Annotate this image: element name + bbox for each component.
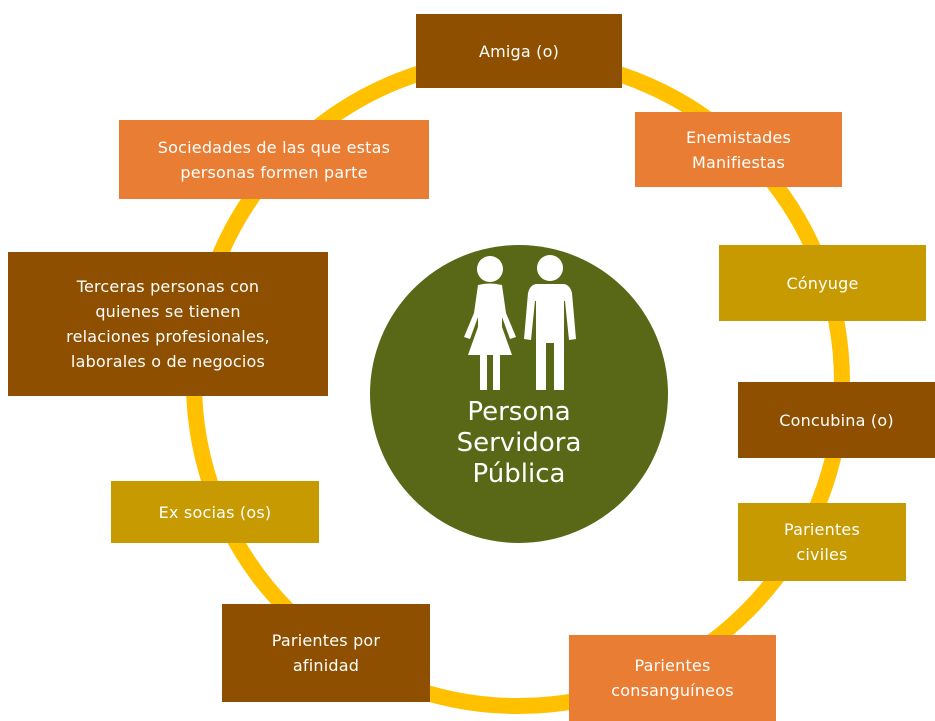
node-label-line: laborales o de negocios bbox=[70, 352, 266, 371]
node-enemistades-manifiestas: Enemistades Manifiestas bbox=[635, 112, 842, 187]
node-terceras-personas: Terceras personas con quienes se tienen … bbox=[8, 252, 328, 396]
center-node-persona-servidora-publica: Persona Servidora Pública bbox=[370, 245, 668, 543]
node-label-line: personas formen parte bbox=[180, 162, 368, 182]
node-label-line: Manifiestas bbox=[691, 152, 786, 172]
node-label: Concubina (o) bbox=[779, 410, 894, 430]
node-label-line: Parientes bbox=[634, 656, 711, 675]
node-parientes-consanguineos: Parientes consanguíneos bbox=[569, 635, 776, 721]
node-sociedades: Sociedades de las que estas personas for… bbox=[119, 120, 429, 199]
center-label: Persona Servidora Pública bbox=[370, 397, 668, 490]
node-label-line: Enemistades bbox=[685, 127, 792, 147]
node-label: Amiga (o) bbox=[478, 41, 560, 61]
node-label-line: Sociedades de las que estas bbox=[157, 137, 391, 157]
couple-icon bbox=[464, 255, 576, 390]
node-parientes-civiles: Parientes civiles bbox=[738, 503, 906, 581]
node-ex-socias: Ex socias (os) bbox=[111, 481, 319, 543]
node-amiga: Amiga (o) bbox=[416, 14, 622, 88]
node-label-line: afinidad bbox=[292, 656, 360, 675]
node-label-line: quienes se tienen bbox=[95, 302, 241, 321]
center-label-line: Servidora bbox=[456, 428, 582, 458]
node-label-line: Terceras personas con bbox=[76, 277, 260, 296]
node-label-line: consanguíneos bbox=[611, 681, 734, 700]
center-label-line: Pública bbox=[472, 459, 566, 489]
node-label-line: Parientes bbox=[784, 520, 860, 539]
node-label-line: civiles bbox=[796, 545, 848, 564]
center-label-line: Persona bbox=[467, 397, 571, 427]
node-label: Ex socias (os) bbox=[158, 502, 272, 522]
node-conyuge: Cónyuge bbox=[719, 245, 926, 321]
node-parientes-por-afinidad: Parientes por afinidad bbox=[222, 604, 430, 702]
node-concubina: Concubina (o) bbox=[738, 382, 935, 458]
node-label: Cónyuge bbox=[786, 273, 859, 293]
node-label-line: Parientes por bbox=[271, 631, 381, 650]
node-label-line: relaciones profesionales, bbox=[66, 327, 270, 346]
